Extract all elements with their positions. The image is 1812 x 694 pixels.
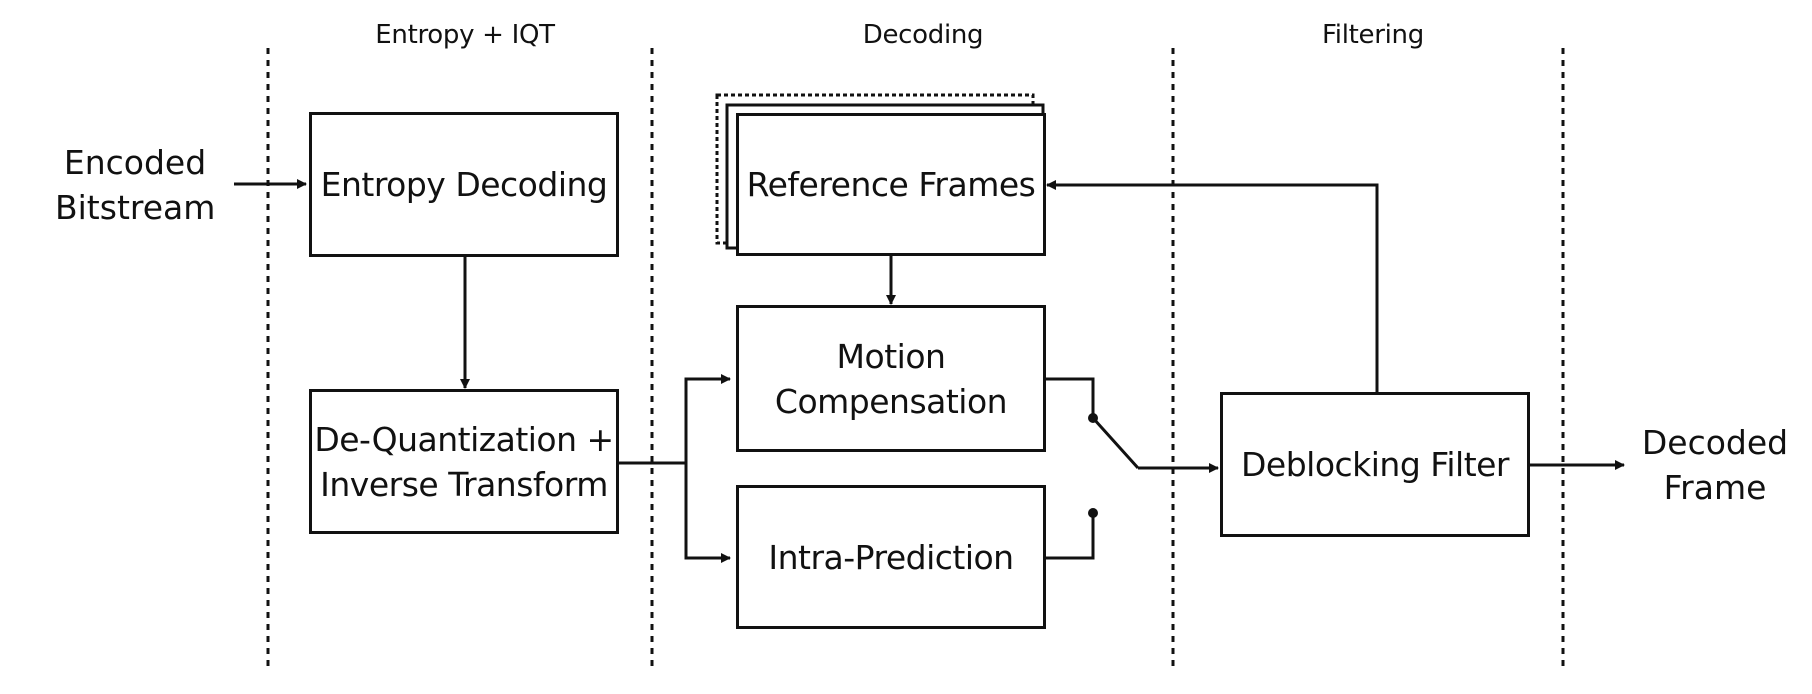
- switch-contact-intra: [1088, 508, 1098, 518]
- block-motion-compensation: Motion Compensation: [736, 305, 1046, 452]
- stage-label-filtering: Filtering: [1322, 20, 1424, 50]
- block-deblocking-filter-label: Deblocking Filter: [1240, 445, 1510, 484]
- stage-label-decoding: Decoding: [862, 20, 984, 50]
- line-intra-to-switch: [1044, 513, 1095, 560]
- line-motion-to-switch: [1044, 377, 1095, 418]
- block-motion-compensation-label: Motion Compensation: [774, 336, 1008, 421]
- arrow-deblocking-to-reference: [1046, 180, 1379, 393]
- block-reference-frames: Reference Frames: [736, 113, 1046, 256]
- output-label-decoded-frame: Decoded Frame: [1641, 423, 1789, 507]
- block-intra-prediction-label: Intra-Prediction: [768, 537, 1014, 577]
- block-dequantization-label: De-Quantization + Inverse Transform: [314, 419, 614, 504]
- switch-lever: [1091, 416, 1140, 470]
- block-reference-frames-label: Reference Frames: [746, 165, 1036, 204]
- input-label-encoded-bitstream: Encoded Bitstream: [55, 143, 216, 227]
- block-entropy-decoding: Entropy Decoding: [309, 112, 619, 257]
- block-dequantization: De-Quantization + Inverse Transform: [309, 389, 619, 534]
- stage-label-entropy-iqt: Entropy + IQT: [375, 20, 555, 50]
- arrow-split-to-motion: [684, 374, 731, 463]
- block-deblocking-filter: Deblocking Filter: [1220, 392, 1530, 537]
- arrow-split-to-intra: [684, 463, 731, 563]
- block-entropy-decoding-label: Entropy Decoding: [320, 165, 608, 204]
- switch-contact-motion: [1088, 413, 1098, 423]
- block-intra-prediction: Intra-Prediction: [736, 485, 1046, 629]
